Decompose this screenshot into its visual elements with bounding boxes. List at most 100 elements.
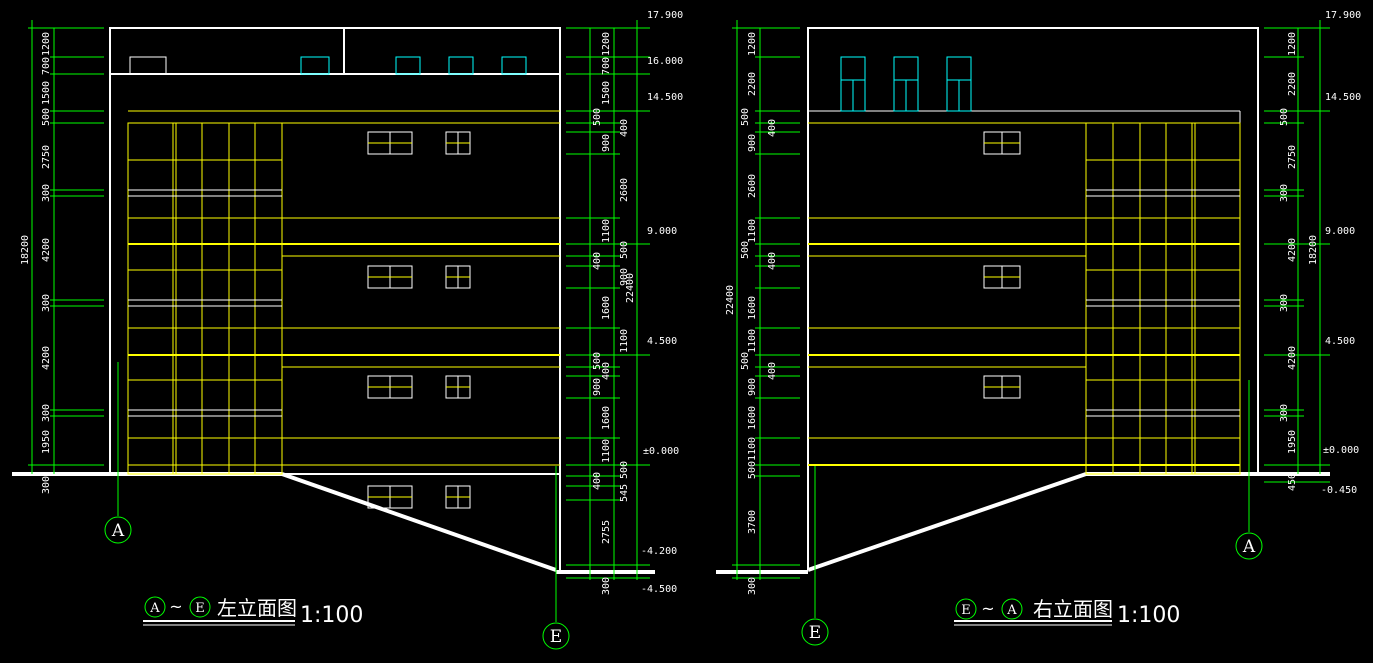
dim-text: 500: [740, 108, 751, 126]
right-dimension-chain: [566, 20, 650, 580]
svg-text:E: E: [809, 623, 821, 643]
dim-text: 1100: [601, 439, 612, 463]
dim-text: 400: [767, 119, 778, 137]
dim-text: 300: [1279, 184, 1290, 202]
dim-text: 1950: [1287, 430, 1298, 454]
dim-text: 4200: [1287, 346, 1298, 370]
dim-text: 500: [740, 352, 751, 370]
left-drawing-title: A ~ E 左立面图 1:100: [143, 596, 363, 628]
drawing-title-text: 右立面图: [1033, 597, 1113, 621]
dim-text: 500: [619, 461, 630, 479]
curtain-wall: [1085, 122, 1241, 475]
floor-lines: [128, 110, 560, 466]
dim-text: 400: [767, 362, 778, 380]
dim-text: 2600: [619, 178, 630, 202]
dim-text: 500: [1279, 108, 1290, 126]
dim-text: 1200: [1287, 32, 1298, 56]
dim-text: 300: [1279, 404, 1290, 422]
dim-total-text: 22400: [725, 285, 736, 315]
axis-bubble-a: A: [1235, 532, 1263, 560]
svg-text:E: E: [195, 601, 205, 616]
dim-text: 400: [601, 362, 612, 380]
dim-text: 1600: [747, 406, 758, 430]
svg-text:E: E: [961, 603, 971, 618]
dim-text: 900: [592, 378, 603, 396]
dim-text: 2200: [1287, 72, 1298, 96]
left-dim-texts: 1200 2200 500 400 900 2600 500 1100 400 …: [725, 32, 778, 595]
elevation-label: 9.000: [1325, 226, 1355, 237]
dim-text: 545: [619, 484, 630, 502]
elevation-label: ±0.000: [1323, 445, 1359, 456]
dim-text: 1100: [619, 329, 630, 353]
dim-text: 3700: [747, 510, 758, 534]
dim-text: 4200: [41, 346, 52, 370]
drawing-scale: 1:100: [300, 603, 363, 628]
dim-text: 1500: [41, 81, 52, 105]
dim-text: 900: [747, 378, 758, 396]
dim-text: 4200: [41, 238, 52, 262]
axis-bubble-e: E: [542, 622, 570, 650]
elevation-label: -4.200: [641, 546, 677, 557]
elevation-label: 17.900: [647, 10, 683, 21]
windows: [367, 131, 471, 509]
svg-text:~: ~: [981, 599, 994, 618]
dim-text: 5001100: [747, 437, 758, 479]
dim-text: 300: [1279, 294, 1290, 312]
building-outline: [807, 27, 1259, 570]
dim-text: 1100: [747, 219, 758, 243]
dim-text: 1200: [747, 32, 758, 56]
dim-text: 2750: [1287, 145, 1298, 169]
dim-text: 900: [619, 268, 630, 286]
dim-text: 700: [601, 57, 612, 75]
elevation-label: 4.500: [647, 336, 677, 347]
dim-text: 900: [747, 134, 758, 152]
dim-text: 400: [592, 252, 603, 270]
curtain-wall: [127, 122, 283, 475]
svg-text:E: E: [550, 627, 562, 647]
elevation-label: ±0.000: [643, 446, 679, 457]
roof-windows: [840, 56, 972, 112]
elevation-label: -0.450: [1321, 485, 1357, 496]
slope-line: [807, 472, 1087, 572]
svg-text:~: ~: [169, 597, 182, 616]
dim-text: 300: [41, 184, 52, 202]
dim-text: 1600: [601, 296, 612, 320]
left-elevation: 1200 700 1500 500 2750 300 4200 300 4200…: [12, 10, 683, 650]
building-outline: [109, 27, 561, 475]
dim-text: 1200: [41, 32, 52, 56]
dim-text: 300: [41, 476, 52, 494]
elevation-marks: 17.900 14.500 9.000 4.500 ±0.000 -0.450: [1321, 10, 1361, 496]
svg-text:A: A: [1006, 603, 1017, 618]
right-elevation: 1200 2200 500 400 900 2600 500 1100 400 …: [716, 10, 1361, 646]
dim-text: 2755: [601, 520, 612, 544]
dim-text: 700: [41, 57, 52, 75]
dim-text: 1100: [747, 329, 758, 353]
dim-text: 400: [619, 119, 630, 137]
dim-text: 500: [41, 108, 52, 126]
right-dimension-chain: [1264, 20, 1330, 483]
dim-text: 500: [592, 352, 603, 370]
svg-text:A: A: [111, 521, 125, 541]
dim-text: 1600: [601, 406, 612, 430]
elevation-marks: 17.900 16.000 14.500 9.000 4.500 ±0.000 …: [641, 10, 683, 595]
dim-text: 400: [767, 252, 778, 270]
dim-text: 400: [592, 472, 603, 490]
dim-text: 2750: [41, 145, 52, 169]
dim-text: 2600: [747, 174, 758, 198]
dim-text: 4200: [1287, 238, 1298, 262]
right-drawing-title: E ~ A 右立面图 1:100: [954, 597, 1180, 628]
left-dimension-chain: [732, 20, 800, 580]
dim-text: 1600: [747, 296, 758, 320]
dim-text: 300: [601, 577, 612, 595]
dim-text: 1200: [601, 32, 612, 56]
dim-text: 500: [592, 108, 603, 126]
left-dimension-chain: [28, 20, 104, 474]
dim-text: 1100: [601, 219, 612, 243]
elevation-label: 16.000: [647, 56, 683, 67]
dim-text: 450: [1287, 473, 1298, 491]
axis-bubble-a: A: [104, 516, 132, 544]
dim-total-text: 18200: [1308, 235, 1319, 265]
dim-text: 1950: [41, 430, 52, 454]
dim-text: 900: [601, 134, 612, 152]
